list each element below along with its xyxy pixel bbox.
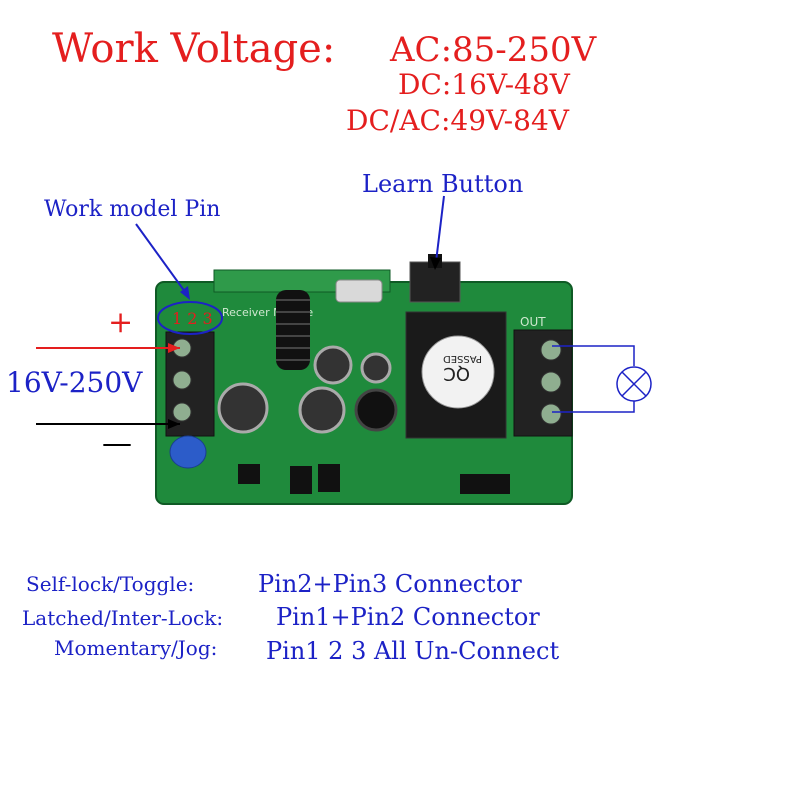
work-voltage-title: Work Voltage:	[52, 26, 336, 72]
mode-label-toggle: Self-lock/Toggle:	[26, 572, 195, 596]
capacitor-3	[360, 352, 392, 384]
pin-highlight	[157, 301, 223, 335]
capacitor-2	[313, 345, 353, 385]
capacitor-1	[217, 382, 269, 434]
work-model-pin-label: Work model Pin	[44, 197, 221, 222]
input-voltage-label: 16V-250V	[6, 366, 143, 399]
varistor	[169, 435, 207, 469]
svg-text:OUT: OUT	[520, 315, 546, 329]
lamp-wire-bottom	[552, 400, 635, 413]
voltage-dc: DC:16V-48V	[398, 68, 570, 101]
learn-callout-arrow	[435, 195, 445, 263]
minus-sign: —	[102, 426, 132, 461]
crystal	[335, 279, 383, 303]
mode-value-latched: Pin1+Pin2 Connector	[276, 603, 540, 631]
pin-numbers: 1 2 3	[172, 309, 213, 328]
mode-label-latched: Latched/Inter-Lock:	[22, 606, 224, 630]
ic-4	[460, 474, 510, 494]
inductor	[354, 388, 398, 432]
pin-callout-arrow	[135, 223, 189, 297]
ic-1	[238, 464, 260, 484]
mode-label-momentary: Momentary/Jog:	[54, 636, 218, 660]
learn-button-label: Learn Button	[362, 170, 524, 198]
voltage-ac: AC:85-250V	[390, 30, 597, 70]
ic-2	[290, 466, 312, 494]
ic-3	[318, 464, 340, 492]
antenna-coil	[276, 290, 310, 370]
capacitor-4	[298, 386, 346, 434]
svg-text:PASSED: PASSED	[443, 353, 482, 364]
svg-text:QC: QC	[443, 363, 470, 384]
mode-value-toggle: Pin2+Pin3 Connector	[258, 570, 522, 598]
plus-sign: +	[108, 305, 134, 340]
lamp-wire-top	[552, 345, 635, 366]
voltage-dcac: DC/AC:49V-84V	[346, 104, 569, 137]
mode-value-momentary: Pin1 2 3 All Un-Connect	[266, 637, 560, 665]
qc-sticker	[421, 335, 495, 409]
